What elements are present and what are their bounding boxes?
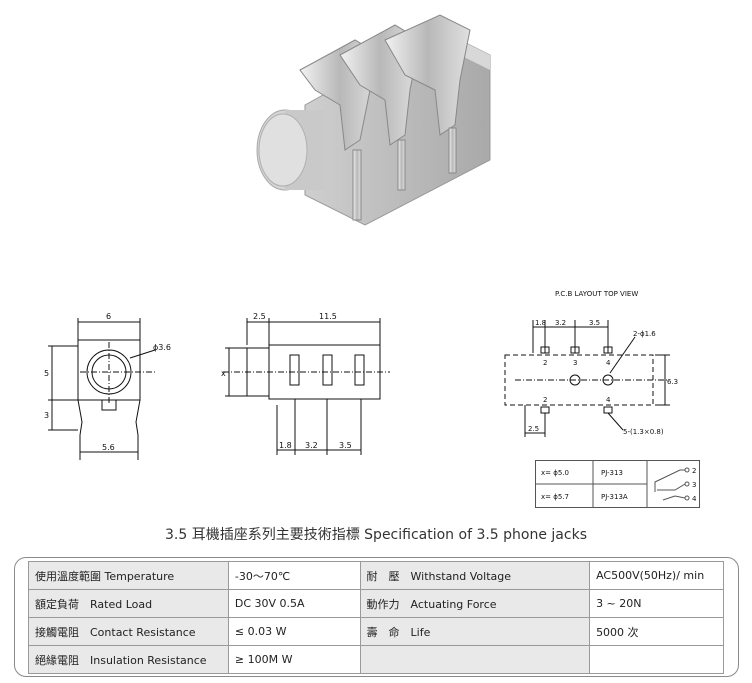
spec-value: AC500V(50Hz)/ min <box>589 561 724 590</box>
model-name: PJ-313 <box>601 469 623 477</box>
pcb-pin-label: 2 <box>543 396 547 404</box>
spec-table: 使用溫度範圍 Temperature -30～70℃ 耐 壓 Withstand… <box>28 561 724 674</box>
front-dim-height: 5 <box>44 369 49 378</box>
front-dim-bottom: 5.6 <box>102 443 115 452</box>
table-row: 使用溫度範圍 Temperature -30～70℃ 耐 壓 Withstand… <box>28 561 724 590</box>
spec-value: ≥ 100M W <box>227 645 361 674</box>
pcb-header: P.C.B LAYOUT TOP VIEW <box>555 290 638 298</box>
pcb-dim-w: 2.5 <box>528 425 539 433</box>
spec-value <box>589 645 724 674</box>
pcb-dim-a: 1.8 <box>535 319 546 327</box>
spec-value: 5000 次 <box>589 617 724 646</box>
spec-title: 3.5 耳機插座系列主要技術指標 Specification of 3.5 ph… <box>165 527 587 543</box>
side-dim-a: 2.5 <box>253 312 266 321</box>
model-name: PJ-313A <box>601 493 628 501</box>
spec-label: 使用溫度範圍 Temperature <box>28 561 229 590</box>
product-photo <box>256 14 491 226</box>
model-x-value: x= ϕ5.0 <box>541 469 569 477</box>
pcb-hole-note: 2-ϕ1.6 <box>633 330 656 338</box>
pcb-layout-drawing: P.C.B LAYOUT TOP VIEW 1.8 3.2 3.5 2-ϕ1.6… <box>504 290 678 437</box>
schematic-pin: 2 <box>692 467 696 475</box>
pcb-pin-label: 4 <box>606 396 611 404</box>
side-dim-d: 3.2 <box>305 441 318 450</box>
pcb-pin-label: 2 <box>543 359 547 367</box>
table-row: 絕緣電阻 Insulation Resistance ≥ 100M W <box>28 645 724 674</box>
schematic-pin: 4 <box>692 495 697 503</box>
model-x-value: x= ϕ5.7 <box>541 493 569 501</box>
model-table: x= ϕ5.0 PJ-313 x= ϕ5.7 PJ-313A 2 3 4 <box>535 460 700 508</box>
spec-value: ≤ 0.03 W <box>227 617 361 646</box>
side-dim-x: x <box>221 369 226 378</box>
pcb-pin-label: 4 <box>606 359 611 367</box>
spec-value: DC 30V 0.5A <box>227 589 361 618</box>
spec-panel: 使用溫度範圍 Temperature -30～70℃ 耐 壓 Withstand… <box>14 557 739 677</box>
pcb-dim-h: 6.3 <box>667 378 678 386</box>
table-row: 額定負荷 Rated Load DC 30V 0.5A 動作力 Actuatin… <box>28 589 724 618</box>
pcb-dim-c: 3.5 <box>589 319 600 327</box>
side-view-drawing: 2.5 11.5 x 1.8 3.2 3.5 <box>221 312 390 455</box>
front-view-drawing: 6 ϕ3.6 5 3 5.6 <box>44 312 171 460</box>
spec-label: 額定負荷 Rated Load <box>28 589 229 618</box>
side-dim-c: 1.8 <box>279 441 292 450</box>
schematic-pin: 3 <box>692 481 696 489</box>
side-dim-e: 3.5 <box>339 441 352 450</box>
spec-value: 3 ~ 20N <box>589 589 724 618</box>
spec-label <box>359 645 591 674</box>
spec-value: -30～70℃ <box>227 561 361 590</box>
pcb-pin-label: 3 <box>573 359 577 367</box>
front-dim-hole: ϕ3.6 <box>153 343 171 352</box>
spec-label: 動作力 Actuating Force <box>359 589 591 618</box>
pcb-slot-note: 5-(1.3×0.8) <box>623 428 664 436</box>
spec-label: 絕緣電阻 Insulation Resistance <box>28 645 229 674</box>
pcb-dim-b: 3.2 <box>555 319 566 327</box>
spec-label: 耐 壓 Withstand Voltage <box>359 561 591 590</box>
front-dim-leg: 3 <box>44 411 49 420</box>
front-dim-width: 6 <box>106 312 111 321</box>
table-row: 接觸電阻 Contact Resistance ≤ 0.03 W 壽 命 Lif… <box>28 617 724 646</box>
side-dim-b: 11.5 <box>319 312 337 321</box>
spec-label: 接觸電阻 Contact Resistance <box>28 617 229 646</box>
spec-label: 壽 命 Life <box>359 617 591 646</box>
